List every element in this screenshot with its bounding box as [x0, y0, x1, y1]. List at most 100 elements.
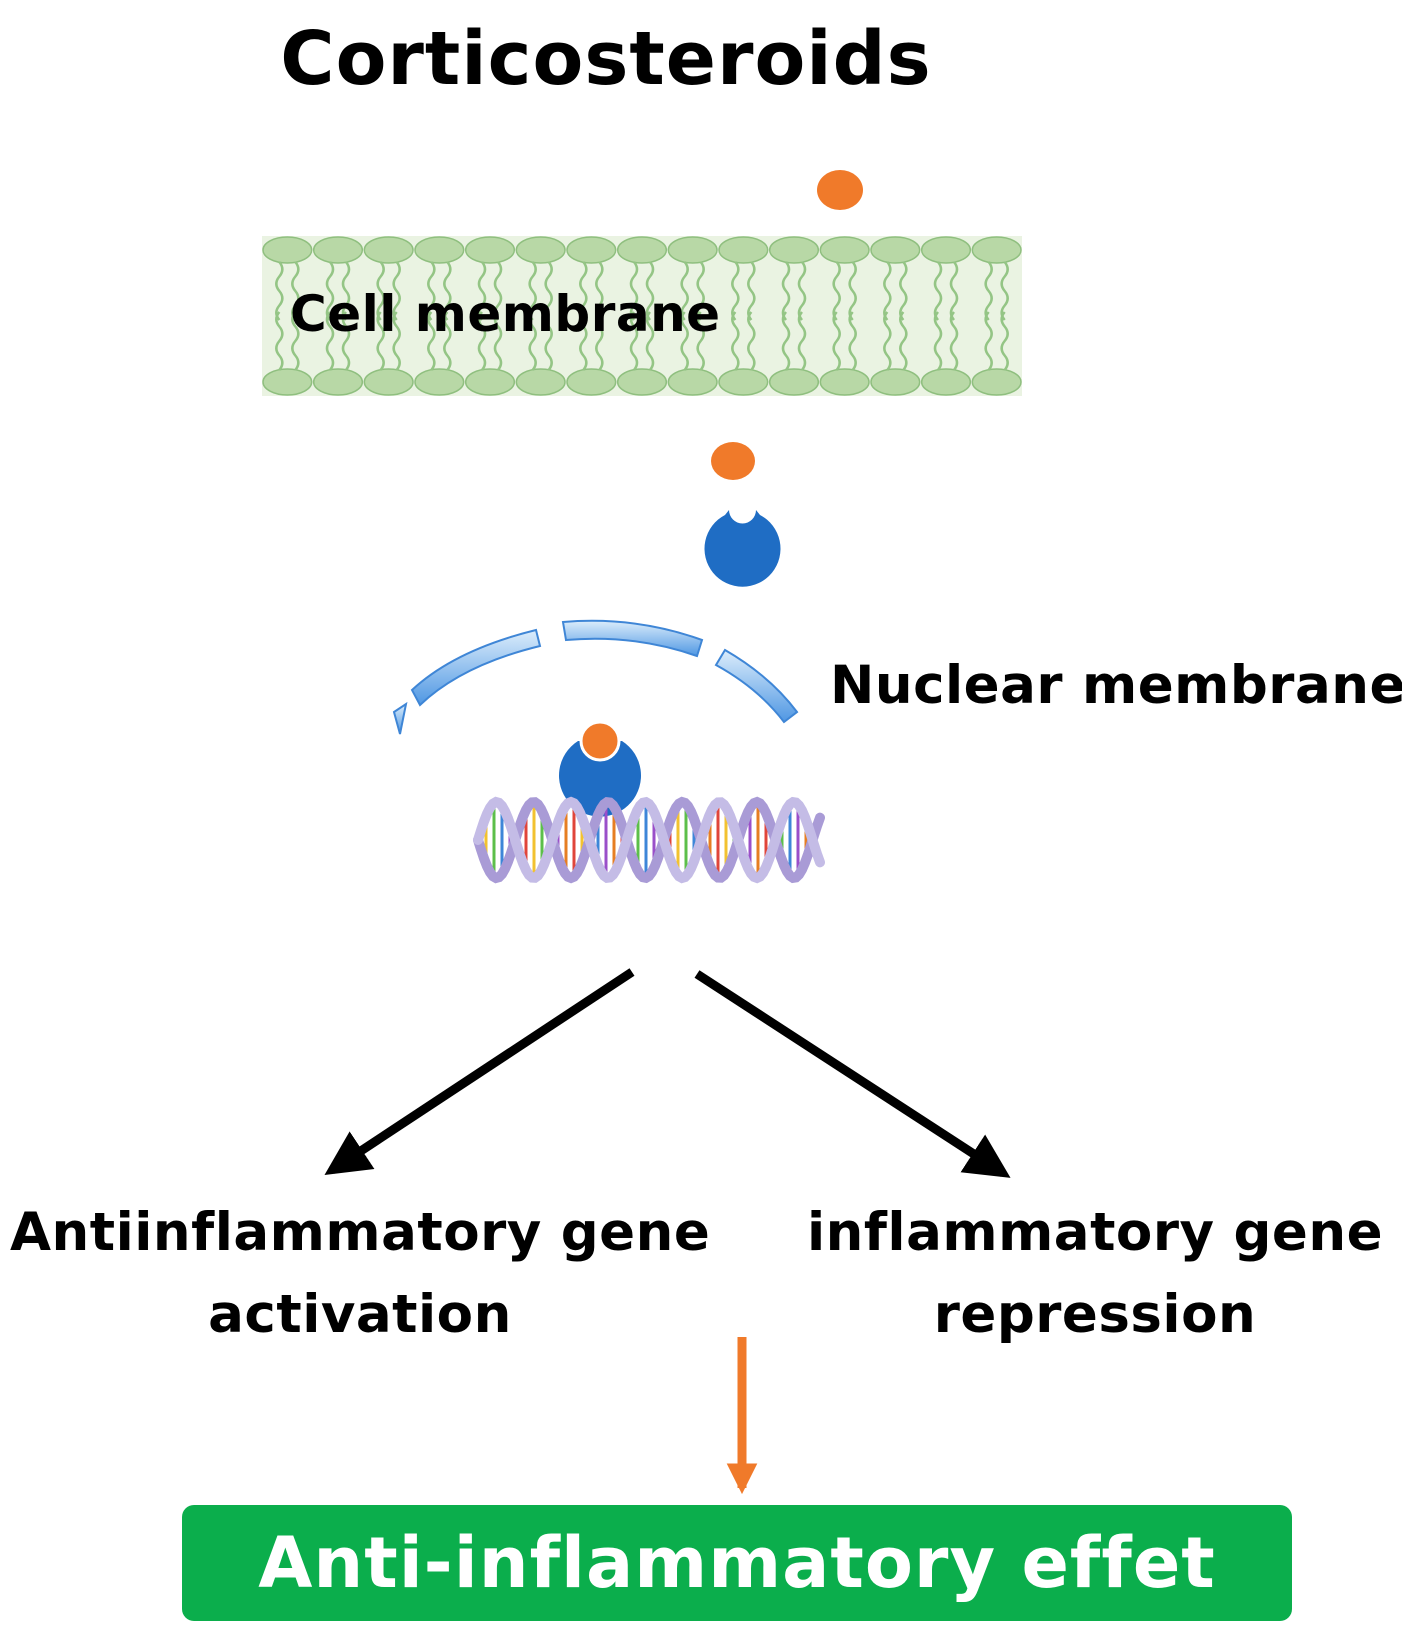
lipid-tail: [376, 311, 385, 371]
lipid-tail: [933, 311, 943, 371]
lipid-tail: [832, 311, 841, 371]
lipid-tail: [291, 311, 300, 371]
lipid-head: [566, 368, 617, 396]
lipid-tail: [1000, 311, 1009, 371]
lipid-tail: [781, 261, 791, 321]
gene-repression-line1: inflammatory gene: [806, 1202, 1384, 1263]
lipid-tail: [629, 311, 639, 371]
lipid-bilayer: [262, 236, 1022, 396]
lipid-tail: [797, 261, 807, 321]
lipid-tail: [797, 311, 807, 371]
gene-activation-line2: activation: [208, 1284, 512, 1345]
lipid-tail: [493, 261, 503, 321]
lipid-head: [616, 368, 668, 396]
lipid-head: [819, 236, 870, 264]
lipid-head: [312, 368, 364, 396]
lipid-tail: [899, 311, 908, 371]
lipid-tail: [325, 311, 335, 371]
cell-membrane-label: Cell membrane: [290, 285, 721, 343]
lipid-head: [920, 368, 972, 396]
lipid-head: [414, 368, 465, 396]
lipid-head: [515, 236, 566, 264]
lipid-tail: [376, 261, 385, 321]
lipid-head: [667, 368, 718, 396]
lipid-tail: [443, 261, 452, 321]
arrow-to-activation: [324, 968, 635, 1175]
dna-backbone: [473, 796, 825, 884]
lipid-head: [464, 236, 516, 264]
lipid-head: [718, 236, 769, 264]
gene-activation-line1: Antiinflammatory gene: [10, 1202, 711, 1263]
lipid-head: [566, 236, 617, 264]
lipid-tail: [595, 261, 604, 321]
lipid-tail: [427, 261, 436, 321]
lipid-tail: [899, 261, 908, 321]
lipid-tail: [341, 311, 351, 371]
lipid-head: [768, 368, 820, 396]
lipid-tail: [392, 261, 401, 321]
lipid-head: [870, 236, 921, 264]
lipid-head: [262, 236, 313, 264]
steroid-receptor-nucleus: [559, 720, 641, 817]
lipid-tail: [781, 311, 791, 371]
steroid-molecule-outside: [817, 170, 863, 210]
lipid-tail: [579, 261, 588, 321]
gene-activation-label: Antiinflammatory gene activation: [10, 1192, 710, 1356]
lipid-tail: [696, 311, 705, 371]
dna-helix-icon: [473, 796, 825, 884]
lipid-tail: [392, 311, 401, 371]
lipid-tail: [544, 311, 553, 371]
lipid-tail: [1000, 261, 1009, 321]
lipid-tail: [595, 311, 604, 371]
nuclear-membrane-label: Nuclear membrane: [830, 655, 1402, 716]
cell-membrane: [262, 236, 1022, 396]
gene-repression-line2: repression: [933, 1284, 1257, 1345]
lipid-tail: [275, 311, 284, 371]
lipid-tail: [477, 261, 487, 321]
lipid-head: [414, 236, 465, 264]
lipid-tail: [949, 261, 959, 321]
lipid-tail: [832, 261, 841, 321]
lipid-tail: [680, 311, 689, 371]
lipid-tail: [747, 311, 756, 371]
lipid-tail: [341, 261, 351, 321]
lipid-tail: [883, 311, 892, 371]
lipid-tail: [493, 311, 503, 371]
lipid-tail: [731, 261, 740, 321]
gene-repression-label: inflammatory gene repression: [800, 1192, 1390, 1356]
lipid-tail: [427, 311, 436, 371]
steroid-receptor-cytoplasm: [704, 442, 781, 587]
result-box: Anti-inflammatory effet: [182, 1505, 1292, 1621]
lipid-tail: [984, 261, 993, 321]
lipid-tail: [883, 261, 892, 321]
lipid-tail: [291, 261, 300, 321]
lipid-tail: [731, 311, 740, 371]
lipid-tail: [747, 261, 756, 321]
lipid-head: [616, 236, 668, 264]
arrow-to-repression: [694, 970, 1011, 1178]
lipid-tail: [325, 261, 335, 321]
lipid-tail: [848, 311, 857, 371]
lipid-tail: [645, 311, 655, 371]
nuclear-membrane: [392, 619, 799, 735]
dna-backbone: [473, 796, 825, 884]
lipid-head: [262, 368, 313, 396]
lipid-tail: [848, 261, 857, 321]
lipid-tail: [949, 311, 959, 371]
lipid-head: [363, 236, 414, 264]
lipid-tail: [544, 261, 553, 321]
lipid-head: [515, 368, 566, 396]
lipid-head: [667, 236, 718, 264]
lipid-head: [971, 368, 1022, 396]
lipid-head: [464, 368, 516, 396]
lipid-head: [718, 368, 769, 396]
lipid-tail: [579, 311, 588, 371]
lipid-tail: [528, 311, 537, 371]
lipid-tail: [629, 261, 639, 321]
lipid-head: [768, 236, 820, 264]
lipid-head: [920, 236, 972, 264]
lipid-tail: [645, 261, 655, 321]
lipid-tail: [984, 311, 993, 371]
lipid-head: [819, 368, 870, 396]
